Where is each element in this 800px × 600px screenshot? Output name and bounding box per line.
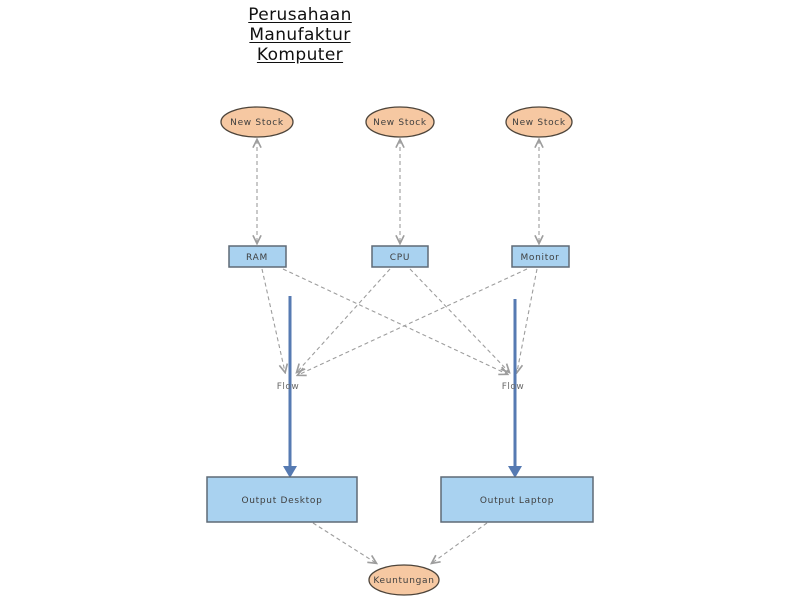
- node-new-stock-cpu[interactable]: New Stock: [365, 106, 435, 138]
- connector-cpu-flow-desktop: [297, 268, 391, 372]
- title-line-1: Perusahaan: [248, 5, 352, 25]
- monitor-box: [511, 245, 570, 268]
- new-stock-label: New Stock: [512, 118, 566, 128]
- node-output-desktop[interactable]: Output Desktop: [206, 476, 358, 523]
- connector-desktop-keuntungan: [312, 522, 376, 563]
- title-line-3: Komputer: [256, 45, 344, 65]
- keuntungan-label: Keuntungan: [373, 576, 434, 586]
- node-ram[interactable]: RAM: [228, 245, 287, 268]
- diagram-title: Perusahaan Manufaktur Komputer: [225, 5, 375, 65]
- cpu-label: CPU: [390, 253, 410, 263]
- flow-label: Flow: [277, 382, 300, 392]
- connector-cpu-flow-laptop: [409, 268, 509, 372]
- connector-monitor-flow-laptop: [517, 268, 538, 372]
- flow-pipe-desktop[interactable]: Flow: [277, 296, 300, 478]
- flow-arrowhead-icon: [508, 466, 522, 478]
- keuntungan-ellipse: [368, 564, 440, 596]
- ram-label: RAM: [246, 253, 268, 263]
- monitor-label: Monitor: [520, 253, 559, 263]
- output-laptop-label: Output Laptop: [480, 496, 554, 506]
- node-new-stock-monitor[interactable]: New Stock: [505, 106, 573, 138]
- output-desktop-box: [206, 476, 358, 523]
- new-stock-label: New Stock: [230, 118, 284, 128]
- node-output-laptop[interactable]: Output Laptop: [440, 476, 594, 523]
- output-desktop-label: Output Desktop: [241, 496, 322, 506]
- flow-label: Flow: [502, 382, 525, 392]
- flow-pipe-laptop[interactable]: Flow: [502, 299, 525, 478]
- node-keuntungan[interactable]: Keuntungan: [368, 564, 440, 596]
- node-cpu[interactable]: CPU: [371, 245, 429, 268]
- output-laptop-box: [440, 476, 594, 523]
- connector-ram-flow-desktop: [261, 268, 285, 372]
- connector-monitor-flow-desktop: [298, 268, 528, 375]
- new-stock-ellipse: [365, 106, 435, 138]
- ram-box: [228, 245, 287, 268]
- node-new-stock-ram[interactable]: New Stock: [220, 106, 294, 138]
- connector-ram-flow-laptop: [282, 268, 507, 374]
- new-stock-ellipse: [220, 106, 294, 138]
- new-stock-label: New Stock: [373, 118, 427, 128]
- cpu-box: [371, 245, 429, 268]
- flow-arrowhead-icon: [283, 466, 297, 478]
- new-stock-ellipse: [505, 106, 573, 138]
- connector-laptop-keuntungan: [432, 522, 488, 563]
- node-monitor[interactable]: Monitor: [511, 245, 570, 268]
- title-line-2: Manufaktur: [249, 25, 351, 45]
